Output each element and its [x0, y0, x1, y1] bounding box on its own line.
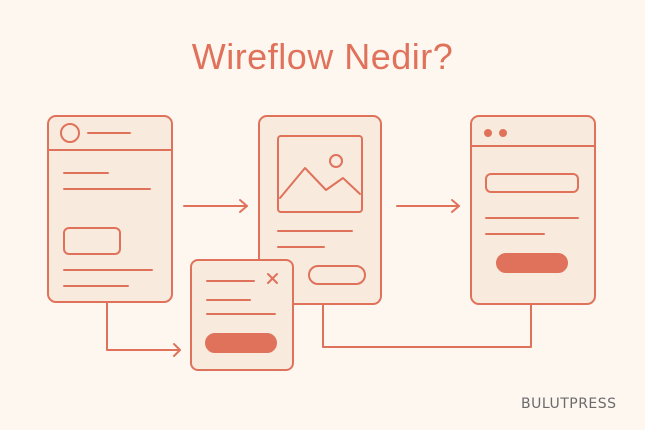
input-box [63, 227, 121, 255]
arrow-screen1-to-modal [106, 302, 181, 357]
close-icon [267, 273, 278, 284]
page-title: Wireflow Nedir? [191, 36, 454, 77]
screen-form [470, 115, 596, 305]
image-placeholder-icon [277, 135, 363, 213]
avatar-circle-icon [60, 123, 80, 143]
screen-image-detail [258, 115, 382, 305]
modal-popup [190, 259, 294, 371]
screen-profile [47, 115, 173, 303]
primary-button [496, 253, 568, 273]
connector-screen2-to-screen3 [322, 304, 532, 348]
arrow-screen2-to-screen3 [396, 199, 460, 213]
arrow-screen1-to-screen2 [183, 199, 248, 213]
modal-confirm-button [205, 333, 277, 353]
brand-logo: BULUTPRESS [521, 396, 617, 412]
text-input [485, 173, 579, 193]
secondary-button [308, 265, 366, 285]
window-dots-icon [484, 129, 507, 137]
